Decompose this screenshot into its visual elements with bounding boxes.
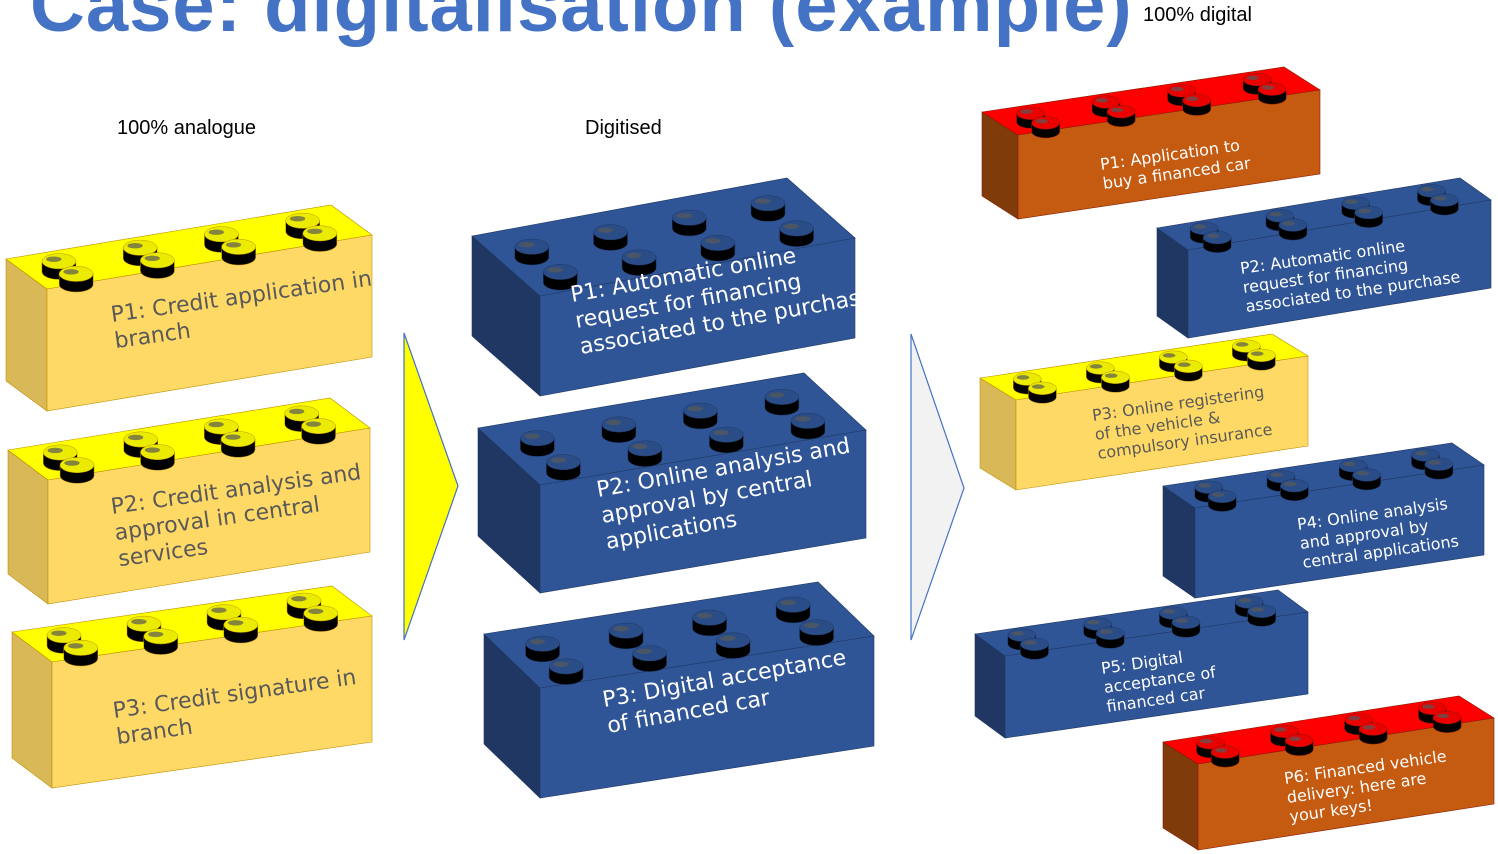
digitised-brick-p1: P1: Automatic onlinerequest for financin… — [471, 177, 876, 397]
digitised-brick-p2: P2: Online analysis andapproval by centr… — [477, 372, 867, 594]
analogue-brick-p3: P3: Credit signature inbranch — [11, 585, 373, 789]
digital-brick-p4: P4: Online analysisand approval bycentra… — [1162, 442, 1485, 599]
digital-brick-p5: P5: Digitalacceptance offinanced car — [974, 589, 1309, 739]
digital-brick-p3: P3: Online registeringof the vehicle &co… — [979, 333, 1309, 491]
arrow-right-icon — [910, 333, 965, 641]
digitised-brick-p3: P3: Digital acceptanceof financed car — [483, 581, 875, 799]
page-title: Case: digitalisation (example) — [30, 0, 1133, 48]
analogue-brick-p1: P1: Credit application inbranch — [5, 204, 374, 412]
arrow-right-icon — [403, 332, 459, 641]
column-label-digital: 100% digital — [1143, 4, 1252, 26]
digital-brick-p2: P2: Automatic onlinerequest for financin… — [1156, 177, 1492, 339]
column-label-digitised: Digitised — [585, 117, 662, 139]
digital-brick-p6: P6: Financed vehicledelivery: here areyo… — [1162, 695, 1495, 851]
digital-brick-p6-label: P6: Financed vehicledelivery: here areyo… — [1283, 746, 1453, 826]
analogue-brick-p2: P2: Credit analysis andapproval in centr… — [7, 397, 371, 605]
digital-brick-p1: P1: Application tobuy a financed car — [981, 66, 1321, 220]
column-label-analogue: 100% analogue — [117, 117, 257, 139]
digitised-brick-p1-label: P1: Automatic onlinerequest for financin… — [569, 232, 876, 360]
